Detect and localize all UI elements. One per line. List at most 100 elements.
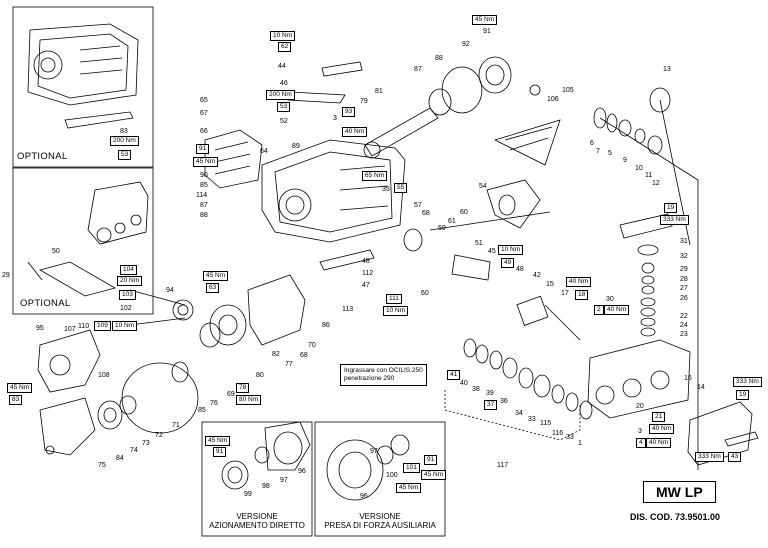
optional-frame-top: [12, 6, 154, 168]
part-57: 57: [414, 202, 422, 209]
part-48b: 48: [362, 258, 370, 265]
part-77: 77: [285, 361, 293, 368]
part-55: 55: [394, 183, 408, 193]
part-90: 90: [200, 172, 208, 179]
part-82: 82: [272, 351, 280, 358]
part-14: 14: [697, 384, 705, 391]
part-69: 69: [227, 391, 235, 398]
torque-45nm-e: 45 Nm: [205, 436, 231, 446]
torque-333nm-b: 333 Nm: [733, 377, 762, 387]
part-113: 113: [342, 306, 354, 313]
torque-20nm: 20 Nm: [117, 276, 143, 286]
part-2: 2: [594, 305, 604, 315]
part-23: 23: [680, 331, 688, 338]
part-102: 102: [120, 305, 132, 312]
part-35: 35: [382, 186, 390, 193]
part-72: 72: [155, 432, 163, 439]
part-19a: 19: [664, 203, 678, 213]
part-32: 32: [680, 253, 688, 260]
part-74: 74: [130, 447, 138, 454]
part-70: 70: [308, 342, 316, 349]
part-99: 99: [244, 491, 252, 498]
torque-45nm-a: 45 Nm: [193, 157, 219, 167]
part-41: 41: [447, 370, 461, 380]
part-67: 67: [200, 110, 208, 117]
part-12: 12: [652, 180, 660, 187]
part-46: 46: [280, 80, 288, 87]
part-75: 75: [98, 462, 106, 469]
part-43: 43: [728, 452, 742, 462]
torque-65nm: 65 Nm: [362, 171, 388, 181]
optional-frame-bottom: [12, 167, 154, 315]
drawing-code: DIS. COD. 73.9501.00: [630, 512, 721, 522]
model-title: MW LP: [643, 481, 716, 503]
torque-40nm-a: 40 Nm: [342, 127, 368, 137]
part-117: 117: [497, 462, 509, 469]
part-45: 45: [488, 248, 496, 255]
part-66: 66: [200, 128, 208, 135]
part-115: 115: [540, 420, 552, 427]
part-109: 109: [94, 321, 111, 331]
part-6: 6: [590, 140, 594, 147]
part-105: 105: [562, 87, 574, 94]
part-31: 31: [680, 238, 688, 245]
part-111: 111: [386, 294, 402, 304]
torque-45nm-b: 45 Nm: [472, 15, 498, 25]
part-53-box: 53: [118, 150, 132, 160]
part-65: 65: [200, 97, 208, 104]
part-39: 39: [486, 390, 494, 397]
torque-200nm-optional: 200 Nm: [110, 136, 139, 146]
optional-label-top: OPTIONAL: [17, 151, 68, 162]
part-3b: 3: [638, 428, 642, 435]
part-83b: 83: [9, 395, 23, 405]
part-1: 1: [578, 440, 582, 447]
torque-200nm: 200 Nm: [266, 90, 295, 100]
torque-45nm-g: 45 Nm: [421, 470, 447, 480]
part-64: 64: [260, 148, 268, 155]
torque-333nm-c: 333 Nm: [695, 452, 724, 462]
part-29: 29: [680, 266, 688, 273]
torque-40nm-c: 40 Nm: [649, 424, 675, 434]
part-10: 10: [635, 165, 643, 172]
part-26: 26: [680, 295, 688, 302]
part-61: 61: [448, 218, 456, 225]
torque-10nm-b: 10 Nm: [498, 245, 524, 255]
part-16: 16: [684, 375, 692, 382]
part-91: 91: [196, 144, 210, 154]
part-87a: 87: [200, 202, 208, 209]
torque-10nm-c: 10 Nm: [383, 306, 409, 316]
part-34: 34: [515, 410, 523, 417]
part-92: 92: [462, 41, 470, 48]
part-49: 49: [501, 258, 515, 268]
part-95: 95: [36, 325, 44, 332]
part-76: 76: [210, 400, 218, 407]
part-17: 17: [561, 290, 569, 297]
part-98: 98: [262, 483, 270, 490]
part-112: 112: [362, 270, 374, 277]
part-89: 89: [292, 143, 300, 150]
part-5: 5: [608, 150, 612, 157]
part-27: 27: [680, 285, 688, 292]
part-96b: 96: [360, 493, 368, 500]
part-91c: 91: [213, 447, 227, 457]
part-88b: 88: [435, 55, 443, 62]
torque-40nm-d: 40 Nm: [646, 438, 672, 448]
torque-45nm-d: 45 Nm: [7, 383, 33, 393]
part-116: 116: [552, 430, 564, 437]
part-63: 63: [206, 283, 220, 293]
part-19b: 19: [736, 390, 750, 400]
part-60a: 60: [460, 209, 468, 216]
part-101: 101: [403, 463, 420, 473]
part-73: 73: [142, 440, 150, 447]
part-53: 53: [277, 102, 291, 112]
part-91d: 91: [424, 455, 438, 465]
torque-80nm: 80 Nm: [236, 395, 262, 405]
part-11: 11: [645, 172, 653, 179]
part-104: 104: [120, 265, 137, 275]
optional-label-bottom: OPTIONAL: [20, 298, 71, 309]
torque-333nm-a: 333 Nm: [660, 215, 689, 225]
part-87b: 87: [414, 66, 422, 73]
part-84: 84: [116, 455, 124, 462]
part-110: 110: [78, 323, 90, 330]
part-33b: 33: [566, 434, 574, 441]
